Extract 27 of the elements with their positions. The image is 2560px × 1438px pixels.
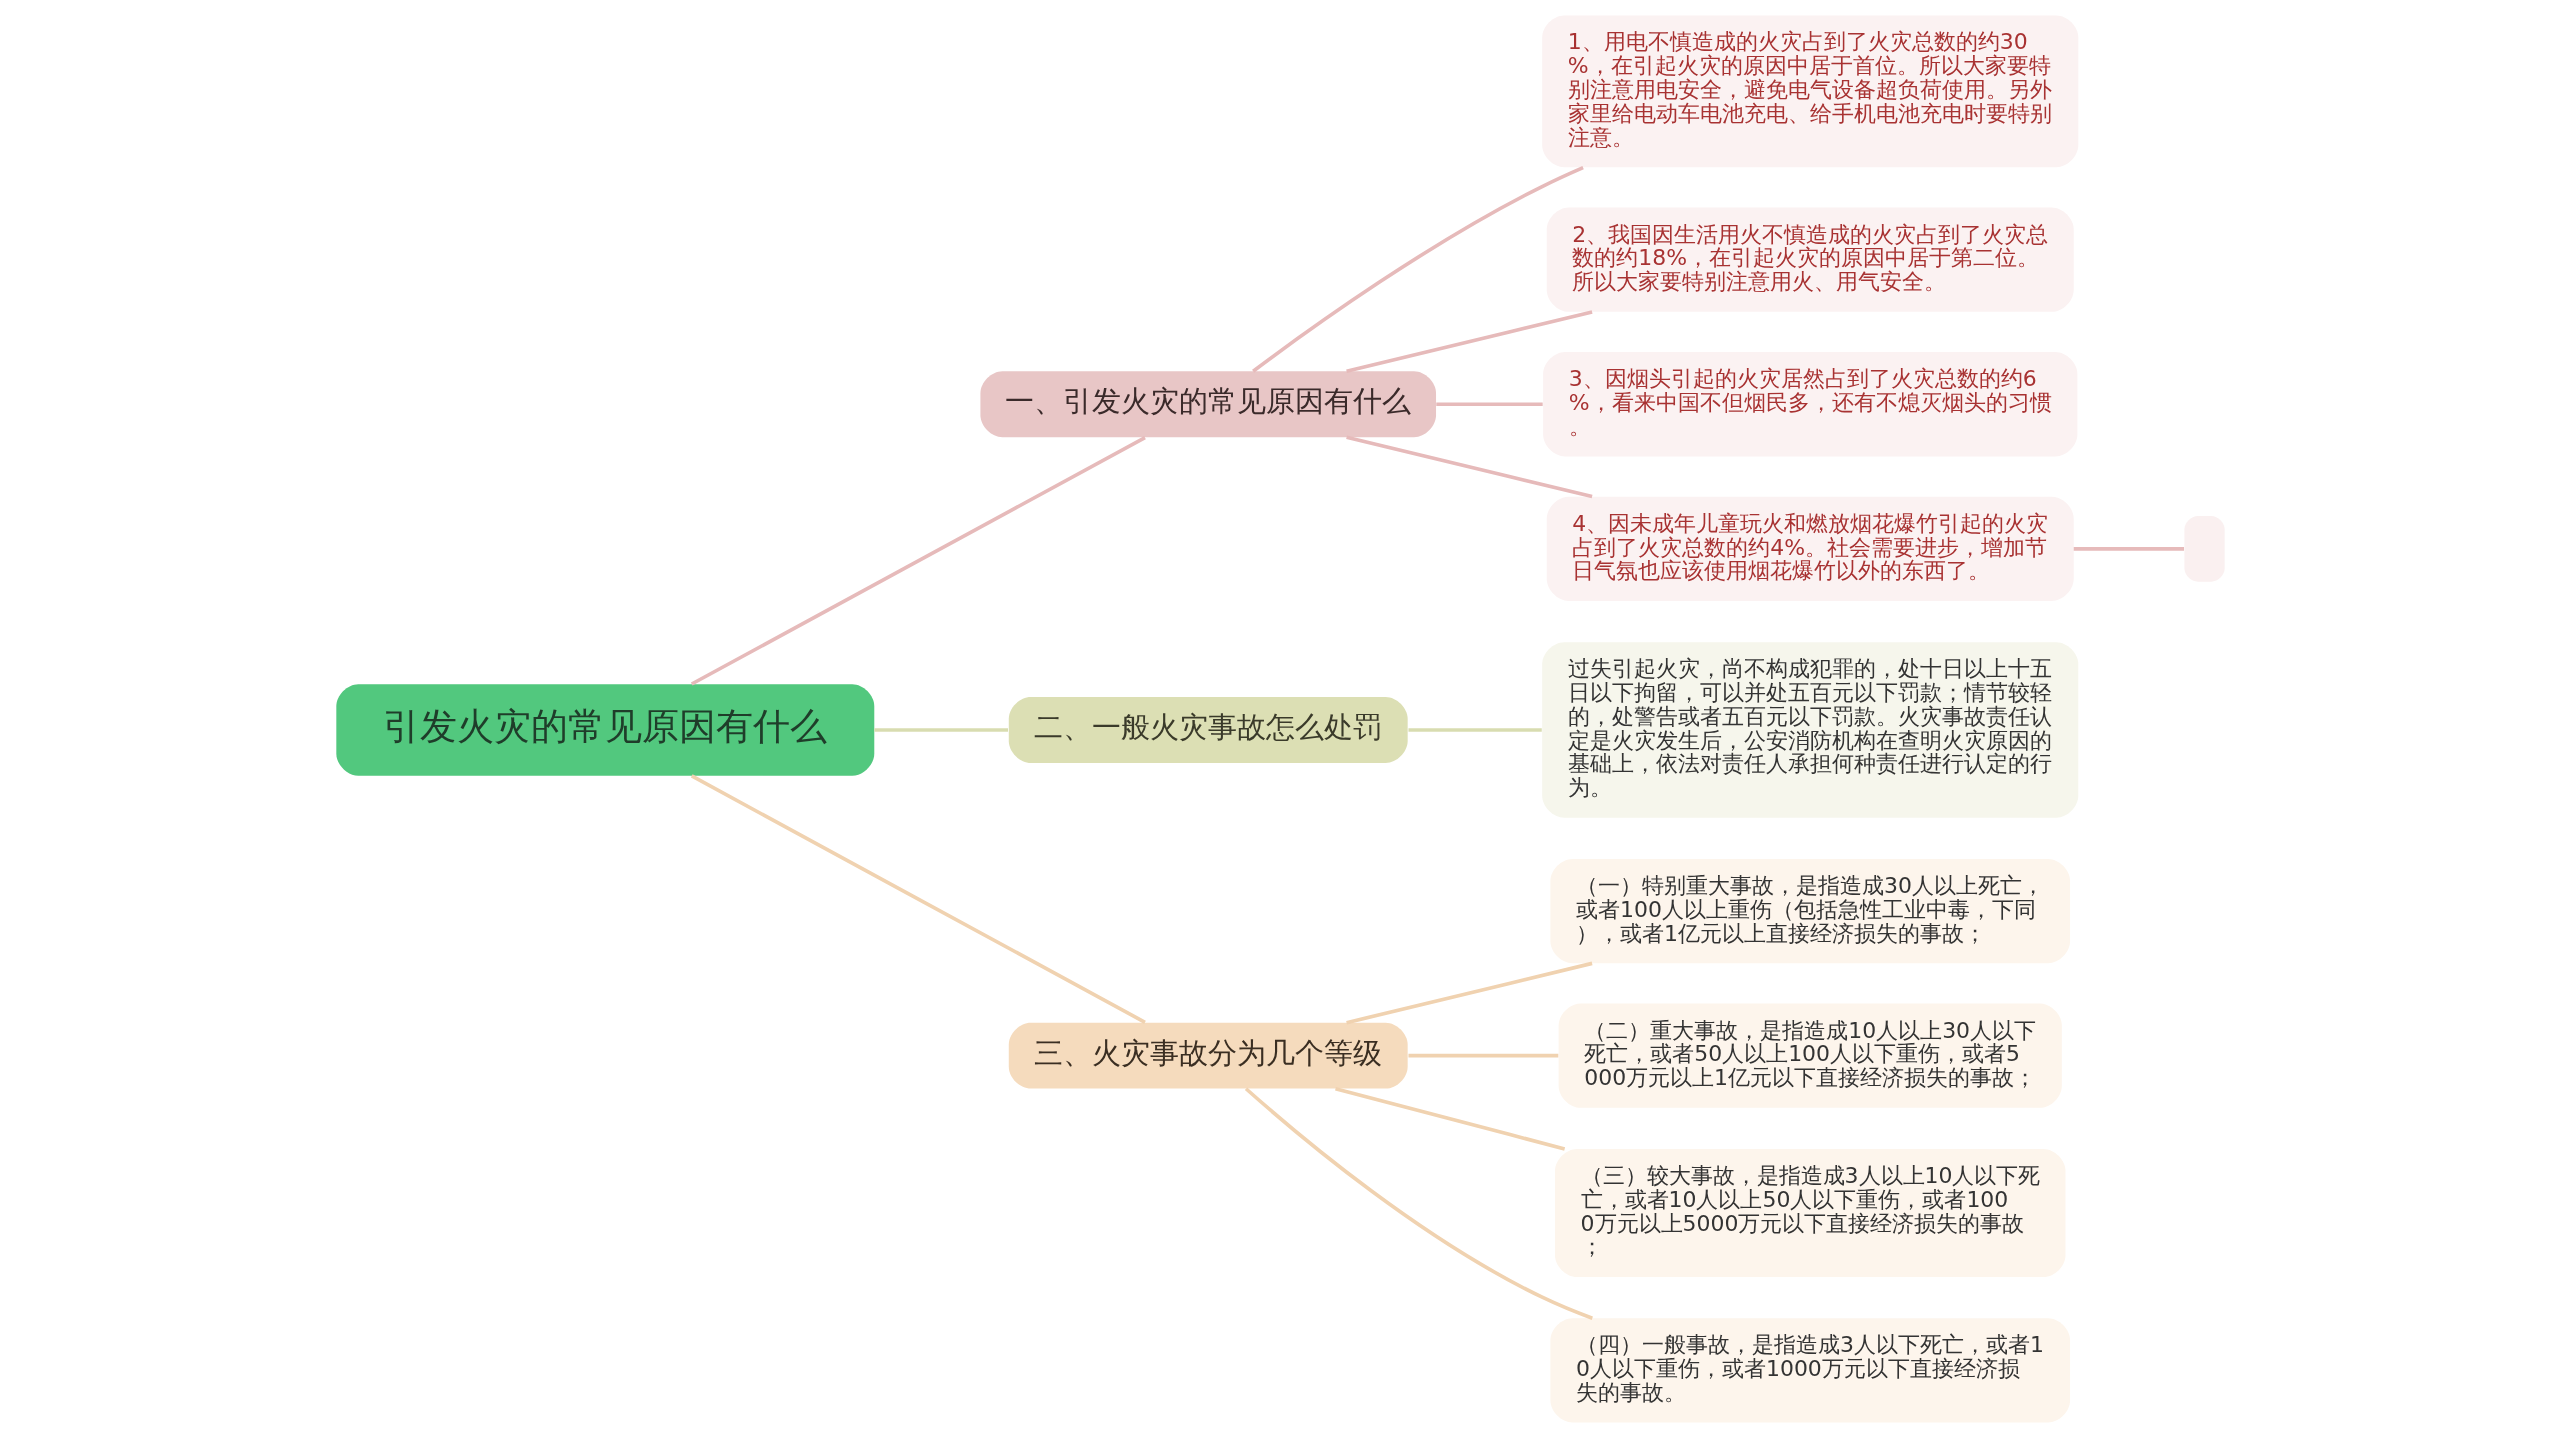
- node-box: （二）重大事故，是指造成10人以上30人以下死亡，或者50人以上100人以下重伤，或者5000万元以上1亿元以下直接经济损失的事故；: [1558, 1003, 2062, 1108]
- connector: [1345, 961, 1593, 1025]
- connector: [690, 436, 1146, 686]
- node-box: （四）一般事故，是指造成3人以下死亡，或者10人以下重伤，或者1000万元以下直接经济损失的事故。: [1549, 1318, 2070, 1423]
- connector: [1244, 1087, 1593, 1320]
- node-box: 三、火灾事故分为几个等级: [1008, 1022, 1408, 1089]
- connector: [1345, 435, 1593, 499]
- node-box: （三）较大事故，是指造成3人以上10人以下死亡，或者10人以上50人以下重伤，或者1000万元以上5000万元以下直接经济损失的事故；: [1554, 1149, 2065, 1278]
- connector: [1251, 165, 1584, 373]
- node-box: [2183, 515, 2225, 582]
- connector: [1407, 1053, 1558, 1058]
- connector: [1345, 310, 1593, 374]
- node-box: 3、因烟头引起的火灾居然占到了火灾总数的约6%，看来中国不但烟民多，还有不熄灭烟头的习惯。: [1542, 352, 2077, 457]
- connector: [2073, 547, 2184, 551]
- connector: [1407, 728, 1542, 732]
- node-box: 二、一般火灾事故怎么处罚: [1008, 697, 1408, 763]
- connector: [873, 728, 1008, 732]
- connector: [1334, 1086, 1565, 1151]
- node-box: （一）特别重大事故，是指造成30人以上死亡，或者100人以上重伤（包括急性工业中毒，下同），或者1亿元以上直接经济损失的事故；: [1549, 859, 2070, 964]
- connector: [690, 774, 1146, 1024]
- node-box: 4、因未成年儿童玩火和燃放烟花爆竹引起的火灾占到了火灾总数的约4%。社会需要进步，增加节日气氛也应该使用烟花爆竹以外的东西了。: [1546, 496, 2074, 601]
- node-box: 一、引发火灾的常见原因有什么: [979, 371, 1436, 438]
- connector: [1435, 402, 1543, 407]
- node-box: 过失引起火灾，尚不构成犯罪的，处十日以上十五日以下拘留，可以并处五百元以下罚款；情节较轻的，处警告或者五百元以下罚款。火灾事故责任认定是火灾发生后，公安消防机构在查明火灾原因的基础上，依法对责任人承担何种责任进行认定的行为。: [1541, 642, 2078, 818]
- node-box: 1、用电不慎造成的火灾占到了火灾总数的约30%，在引起火灾的原因中居于首位。所以大家要特别注意用电安全，避免电气设备超负荷使用。另外家里给电动车电池充电、给手机电池充电时要特别注意。: [1541, 15, 2078, 168]
- node-box: 引发火灾的常见原因有什么: [335, 684, 874, 776]
- node-box: 2、我国因生活用火不慎造成的火灾占到了火灾总数的约18%，在引起火灾的原因中居于第二位。所以大家要特别注意用火、用气安全。: [1546, 207, 2074, 312]
